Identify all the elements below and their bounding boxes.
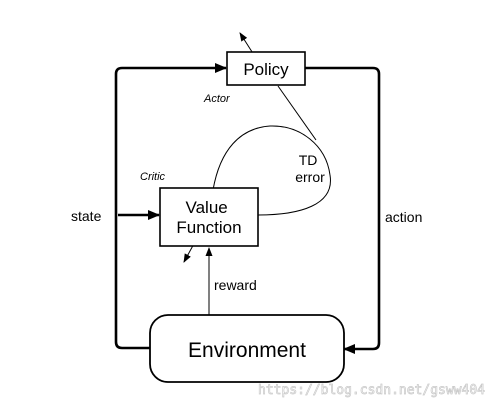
action-flow-line: [305, 66, 381, 354]
td-error-to-policy-line: [277, 85, 317, 141]
value-function-label-line1: Value: [186, 198, 228, 217]
td-error-label-line2: error: [295, 169, 325, 185]
critic-label: Critic: [140, 171, 166, 183]
value-function-box: [159, 187, 259, 247]
environment-box: [149, 314, 345, 383]
value-function-label: Value Function: [176, 198, 241, 237]
value-function-label-line2: Function: [176, 218, 241, 237]
actor-label: Actor: [203, 93, 231, 105]
state-label: state: [71, 208, 102, 224]
action-label: action: [385, 209, 422, 225]
td-error-label-line1: TD: [299, 152, 318, 168]
state-flow-line: [114, 63, 227, 350]
policy-label: Policy: [243, 60, 289, 79]
reward-label: reward: [214, 277, 257, 293]
watermark-text: https://blog.csdn.net/gsww404: [258, 383, 485, 398]
environment-label: Environment: [188, 339, 306, 362]
policy-box: [226, 51, 306, 86]
td-error-curve: [212, 125, 331, 216]
td-error-label: TD error: [295, 152, 325, 185]
